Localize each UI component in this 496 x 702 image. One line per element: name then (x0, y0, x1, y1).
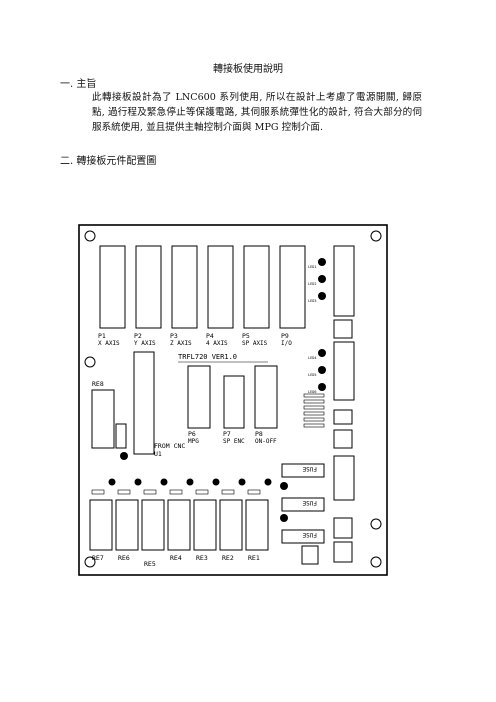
connector-p7 (223, 375, 245, 429)
led-label: LED4 (308, 356, 316, 360)
re3-label: RE3 (196, 554, 208, 562)
re8-label: RE8 (92, 380, 104, 388)
led-icon (280, 514, 288, 522)
p2-label: Y AXIS (134, 340, 156, 347)
mounting-hole (370, 556, 382, 568)
mounting-hole (370, 230, 382, 242)
u1-label: FROM CNC (154, 442, 185, 450)
led-icon (318, 383, 326, 391)
led-icon (318, 258, 326, 266)
bottom-relays: RE7 RE6 RE5 RE4 RE3 RE2 RE1 (89, 499, 269, 568)
p3-ref: P3 (170, 332, 178, 340)
relay-re1 (245, 499, 269, 551)
diode-row (91, 478, 272, 495)
re4-label: RE4 (170, 554, 182, 562)
ic-u1 (133, 351, 155, 455)
re6-label: RE6 (118, 554, 130, 562)
terminal-block (333, 429, 353, 449)
terminal-block (333, 541, 353, 563)
relay-re4 (167, 499, 191, 551)
p8-label: ON-OFF (255, 438, 277, 445)
relay-re3 (193, 499, 217, 551)
connector-p3 (171, 245, 198, 329)
terminal-block (333, 245, 355, 317)
mounting-hole (84, 556, 96, 568)
fuse-label: FUSE (302, 499, 317, 506)
terminal-block (333, 341, 355, 401)
connector-p9 (279, 245, 306, 329)
relay-re7 (89, 499, 113, 551)
led-icon (318, 292, 326, 300)
led-label: LED6 (308, 390, 316, 394)
terminal-block (333, 517, 353, 539)
p3-label: Z AXIS (170, 340, 192, 347)
fuse-group: FUSE FUSE FUSE (280, 463, 325, 544)
p7-ref: P7 (223, 430, 231, 438)
led-label: LED3 (308, 299, 316, 303)
p8-ref: P8 (255, 430, 263, 438)
re2-label: RE2 (222, 554, 234, 562)
connector-p1 (99, 245, 126, 329)
led-icon (280, 482, 288, 490)
led-icon (318, 275, 326, 283)
relay-re6 (115, 499, 139, 551)
terminal-block (333, 455, 355, 501)
mounting-hole (84, 230, 96, 242)
re1-label: RE1 (248, 554, 260, 562)
mounting-hole (84, 356, 96, 368)
resistor-array (303, 393, 325, 428)
top-connectors: P1 X AXIS P2 Y AXIS P3 Z AXIS P4 4 AXIS … (98, 245, 306, 347)
led-icon (318, 349, 326, 357)
p6-label: MPG (188, 438, 199, 445)
fuse-label: FUSE (302, 465, 317, 472)
board-layout-diagram: P1 X AXIS P2 Y AXIS P3 Z AXIS P4 4 AXIS … (78, 224, 388, 576)
led-icon (318, 366, 326, 374)
fuse (281, 463, 325, 478)
re7-label: RE7 (92, 554, 104, 562)
p4-label: 4 AXIS (206, 340, 228, 347)
section-1-heading: 一. 主旨 (60, 79, 97, 90)
fuse (281, 497, 325, 512)
p1-label: X AXIS (98, 340, 120, 347)
section-2-heading: 二. 轉接板元件配置圖 (60, 156, 157, 167)
fuse (281, 529, 325, 544)
p9-ref: P9 (281, 332, 289, 340)
mounting-hole (370, 518, 382, 530)
p4-ref: P4 (206, 332, 214, 340)
led-label: LED2 (308, 282, 316, 286)
relay-re5 (141, 499, 165, 551)
connector-p4 (207, 245, 234, 329)
relay-re8 (91, 389, 115, 449)
p6-ref: P6 (188, 430, 196, 438)
connector-p6 (187, 365, 211, 429)
p1-ref: P1 (98, 332, 106, 340)
led-label: LED5 (308, 373, 316, 377)
terminal-block (333, 409, 353, 425)
connector-p5 (243, 245, 270, 329)
terminal-block (301, 545, 319, 565)
p2-ref: P2 (134, 332, 142, 340)
p5-ref: P5 (242, 332, 250, 340)
p9-label: I/O (281, 340, 292, 347)
board-svg: P1 X AXIS P2 Y AXIS P3 Z AXIS P4 4 AXIS … (78, 224, 388, 576)
connector-p2 (135, 245, 162, 329)
relay-component (115, 423, 127, 449)
page-title: 轉接板使用說明 (213, 64, 283, 75)
led-icon (120, 452, 128, 460)
fuse-label: FUSE (302, 531, 317, 538)
relay-re2 (219, 499, 243, 551)
right-terminals: LED1 LED2 LED3 LED4 LED5 LED6 (308, 245, 355, 563)
p7-label: SP ENC (223, 438, 245, 445)
p5-label: SP AXIS (242, 340, 268, 347)
re5-label: RE5 (144, 560, 156, 568)
led-label: LED1 (308, 265, 316, 269)
section-1-body: 此轉接板設計為了 LNC600 系列使用, 所以在設計上考慮了電源開關, 歸原點… (92, 92, 422, 133)
connector-p8 (254, 365, 278, 429)
terminal-block (333, 319, 353, 339)
u1-ref: U1 (154, 450, 162, 458)
board-name: TRFL720 VER1.0 (178, 353, 237, 361)
